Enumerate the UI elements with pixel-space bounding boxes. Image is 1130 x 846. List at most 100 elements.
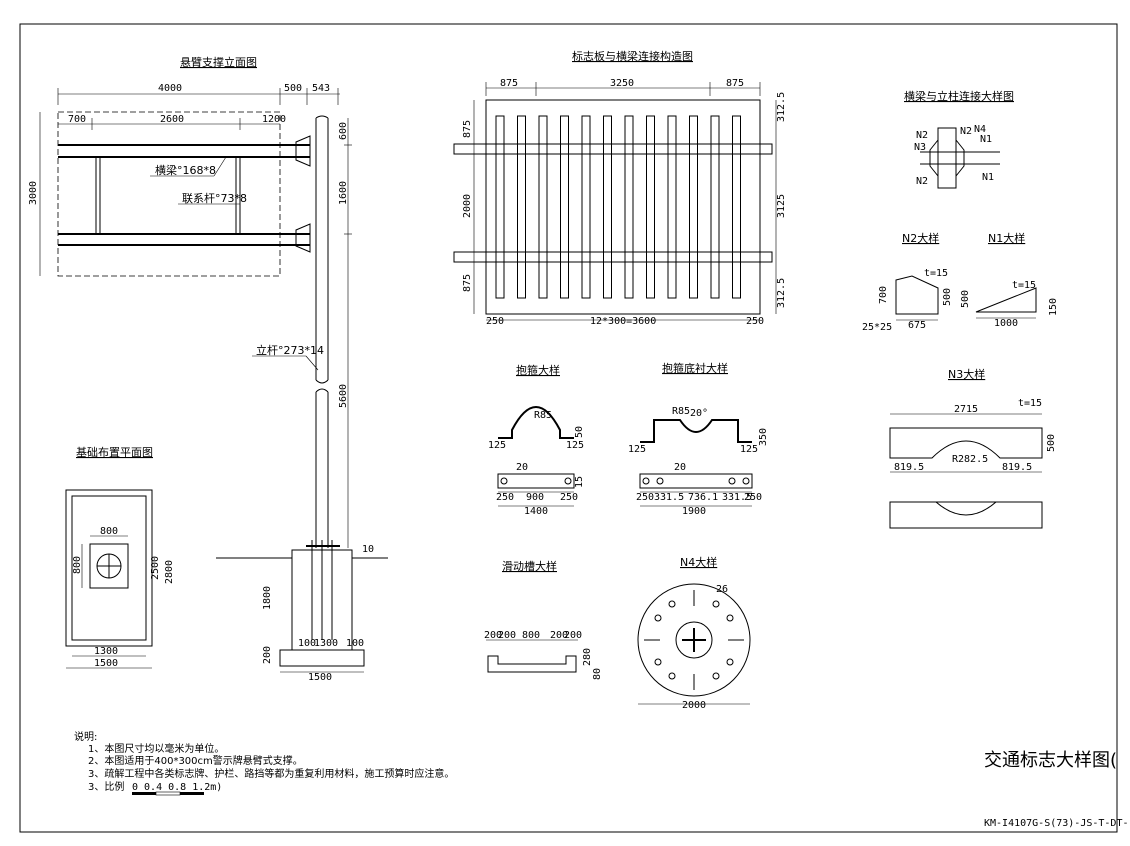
svg-text:200: 200 <box>484 630 502 641</box>
svg-text:3125: 3125 <box>776 194 787 218</box>
svg-text:25*25: 25*25 <box>862 322 892 333</box>
scale-label: 0 0.4 0.8 1.2m) <box>132 782 222 793</box>
svg-text:1900: 1900 <box>682 506 706 517</box>
hoop-pad-title: 抱箍底衬大样 <box>662 361 728 375</box>
svg-text:312.5: 312.5 <box>776 278 787 308</box>
svg-text:100: 100 <box>346 638 364 649</box>
svg-text:819.5: 819.5 <box>1002 462 1032 473</box>
svg-text:2000: 2000 <box>682 700 706 711</box>
svg-text:500: 500 <box>1046 434 1057 452</box>
svg-text:3000: 3000 <box>28 181 39 205</box>
svg-text:t=15: t=15 <box>924 268 948 279</box>
svg-text:1600: 1600 <box>338 181 349 205</box>
svg-text:26: 26 <box>716 584 728 595</box>
column-label: 立杆°273*14 <box>256 343 324 357</box>
elevation-title: 悬臂支撑立面图 <box>180 55 257 69</box>
svg-text:N2: N2 <box>916 176 928 187</box>
svg-text:2715: 2715 <box>954 404 978 415</box>
note-1: 1、本图尺寸均以毫米为单位。 <box>88 742 224 755</box>
svg-text:312.5: 312.5 <box>776 92 787 122</box>
sign-slat <box>710 115 720 299</box>
sign-slat <box>603 115 612 299</box>
svg-text:80: 80 <box>592 668 603 680</box>
sign-slat <box>689 115 698 299</box>
svg-text:15: 15 <box>574 476 585 488</box>
hoop-detail: 抱箍大样 R85 125 125 50 20 15 250 900 250 14… <box>488 363 585 517</box>
svg-text:600: 600 <box>338 122 349 140</box>
drawing-title: 交通标志大样图( <box>984 750 1117 771</box>
svg-text:1500: 1500 <box>94 658 118 669</box>
svg-text:700: 700 <box>68 114 86 125</box>
svg-text:2500: 2500 <box>150 556 161 580</box>
slide-title: 滑动槽大样 <box>502 559 557 573</box>
svg-text:2000: 2000 <box>462 194 473 218</box>
svg-text:800: 800 <box>522 630 540 641</box>
drawing-number: KM-I4107G-S(73)-JS-T-DT-( <box>984 818 1130 829</box>
svg-text:N1: N1 <box>980 134 992 145</box>
slide-groove-detail: 滑动槽大样 200 200 800 200 200 280 80 <box>484 559 603 680</box>
svg-text:331.5: 331.5 <box>654 492 684 503</box>
svg-text:875: 875 <box>462 274 473 292</box>
svg-text:N2: N2 <box>916 130 928 141</box>
svg-text:1000: 1000 <box>994 318 1018 329</box>
notes-heading: 说明: <box>74 730 97 743</box>
svg-text:800: 800 <box>72 556 83 574</box>
hoop-pad-detail: 抱箍底衬大样 R85 20° 125 125 350 20 250 331.5 … <box>628 361 769 517</box>
svg-text:12*300=3600: 12*300=3600 <box>590 316 656 327</box>
svg-text:20°: 20° <box>690 408 708 419</box>
svg-text:t=15: t=15 <box>1012 280 1036 291</box>
svg-text:700: 700 <box>878 286 889 304</box>
hoop-title: 抱箍大样 <box>516 363 560 377</box>
sign-slat <box>667 115 677 299</box>
sign-board <box>485 99 761 315</box>
sign-slat <box>646 115 655 299</box>
note-3: 3、疏解工程中各类标志牌、护栏、路挡等都为重复利用材料，施工预算时应注意。 <box>88 767 454 780</box>
svg-text:875: 875 <box>726 78 744 89</box>
elevation-view: 悬臂支撑立面图 4000 500 543 700 2600 1200 3000 … <box>28 55 388 683</box>
n1-detail: N1大样 t=15 500 150 1000 <box>960 231 1059 329</box>
svg-text:125: 125 <box>488 440 506 451</box>
sign-conn-title: 标志板与横梁连接构造图 <box>572 49 693 63</box>
svg-text:900: 900 <box>526 492 544 503</box>
svg-text:200: 200 <box>498 630 516 641</box>
n2-title: N2大样 <box>902 231 939 245</box>
tie-label: 联系杆°73*8 <box>182 191 247 205</box>
svg-text:125: 125 <box>740 444 758 455</box>
svg-text:1300: 1300 <box>314 638 338 649</box>
svg-text:20: 20 <box>516 462 528 473</box>
beam-column-detail: 横梁与立柱连接大样图 N2 N3 N2 N4 N1 N2 N1 <box>904 89 1014 189</box>
svg-text:1400: 1400 <box>524 506 548 517</box>
svg-text:t=15: t=15 <box>1018 398 1042 409</box>
sign-connection-view: 标志板与横梁连接构造图 875 3250 875 875 2000 875 31… <box>453 49 787 327</box>
svg-text:5600: 5600 <box>338 384 349 408</box>
svg-text:500: 500 <box>284 83 302 94</box>
svg-text:125: 125 <box>566 440 584 451</box>
svg-text:R85: R85 <box>534 410 552 421</box>
svg-text:819.5: 819.5 <box>894 462 924 473</box>
svg-text:250: 250 <box>560 492 578 503</box>
svg-text:250: 250 <box>496 492 514 503</box>
svg-text:R85: R85 <box>672 406 690 417</box>
svg-text:50: 50 <box>574 426 585 438</box>
svg-text:1500: 1500 <box>308 672 332 683</box>
svg-text:3250: 3250 <box>610 78 634 89</box>
svg-text:20: 20 <box>674 462 686 473</box>
n1-title: N1大样 <box>988 231 1025 245</box>
svg-text:200: 200 <box>564 630 582 641</box>
svg-text:R282.5: R282.5 <box>952 454 988 465</box>
svg-text:875: 875 <box>500 78 518 89</box>
sign-slat <box>495 115 505 299</box>
foundation-title: 基础布置平面图 <box>76 446 153 459</box>
n4-detail: N4大样 26 2000 <box>637 555 751 711</box>
sign-slat <box>517 115 526 299</box>
svg-text:675: 675 <box>908 320 926 331</box>
svg-text:2800: 2800 <box>164 560 175 584</box>
svg-text:N4: N4 <box>974 124 986 135</box>
beam-column-title: 横梁与立柱连接大样图 <box>904 89 1014 103</box>
svg-text:500: 500 <box>942 288 953 306</box>
svg-text:250: 250 <box>744 492 762 503</box>
svg-text:331.5: 331.5 <box>722 492 752 503</box>
n2-detail: N2大样 t=15 700 500 675 25*25 <box>862 231 953 333</box>
sign-slat <box>538 115 548 299</box>
